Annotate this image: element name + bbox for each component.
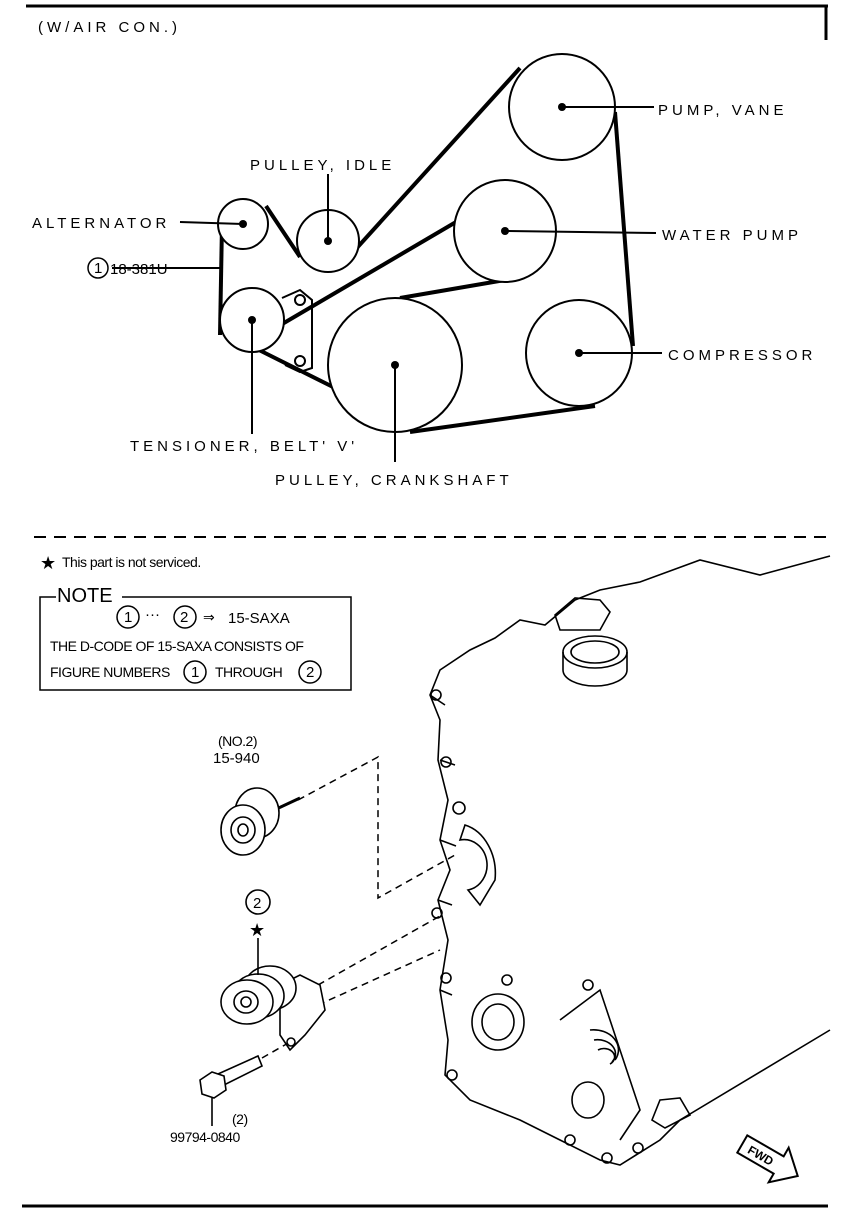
- tensioner-ref-circle: [245, 889, 271, 915]
- pump-vane-label: PUMP, VANE: [658, 102, 787, 119]
- assembly-lines: [261, 755, 456, 1059]
- note-arrow: ⇒: [203, 610, 215, 626]
- belt-path: [218, 66, 635, 434]
- note-line3-a: FIGURE NUMBERS: [50, 664, 170, 680]
- tensioner-ref-number: 2: [253, 895, 261, 912]
- alternator-label: ALTERNATOR: [32, 215, 170, 232]
- bolt-part: [199, 1054, 264, 1099]
- note-title: NOTE: [57, 585, 113, 607]
- tensioner-bracket: [281, 288, 313, 374]
- note-range-sep: ···: [145, 606, 160, 623]
- star-icon: ★: [40, 553, 56, 574]
- tensioner-label: TENSIONER, BELT' V': [130, 438, 358, 455]
- tensioner-part: [220, 965, 326, 1052]
- compressor-label: COMPRESSOR: [668, 347, 816, 364]
- tensioner-star-icon: ★: [249, 920, 265, 941]
- note-range-to: 2: [180, 609, 188, 626]
- engine-cover: [429, 555, 831, 1166]
- note-line2: THE D-CODE OF 15-SAXA CONSISTS OF: [50, 638, 303, 654]
- idler-qualifier: (NO.2): [218, 733, 257, 749]
- note-dcode: 15-SAXA: [228, 610, 290, 627]
- crankshaft-label: PULLEY, CRANKSHAFT: [275, 472, 513, 489]
- bolt-part-number: 99794-0840: [170, 1129, 240, 1145]
- note-range-from: 1: [124, 609, 132, 626]
- belt-ref-number: 1: [94, 260, 102, 277]
- note-line3-b: THROUGH: [215, 664, 282, 680]
- idler-pulley-part: [220, 787, 301, 856]
- note-line3-num1: 1: [191, 664, 199, 681]
- pulleys: [217, 53, 633, 433]
- note-line3-num2: 2: [306, 664, 314, 681]
- note-box: NOTE 1 ··· 2 ⇒ 15-SAXA THE D-CODE OF 15-…: [39, 585, 352, 691]
- belt-ref-label: 18-381U: [110, 261, 168, 278]
- fwd-arrow-icon: FWD: [735, 1133, 800, 1184]
- leader-lines: [112, 106, 662, 462]
- pulley-idle-label: PULLEY, IDLE: [250, 157, 395, 174]
- section-title: (W/AIR CON.): [38, 19, 181, 36]
- water-pump-label: WATER PUMP: [662, 227, 802, 244]
- idler-part-number: 15-940: [213, 750, 260, 767]
- belt-ref-circle: [87, 257, 109, 279]
- not-serviced-text: This part is not serviced.: [62, 554, 201, 570]
- bolt-qty: (2): [232, 1111, 248, 1127]
